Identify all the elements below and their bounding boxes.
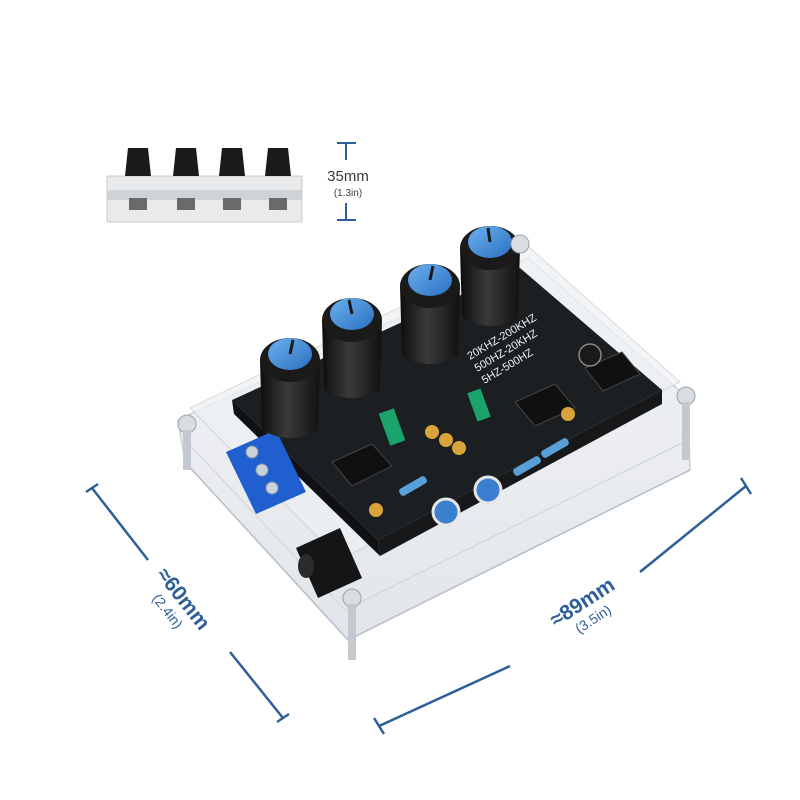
height-imperial-label: (1.3in) — [334, 188, 362, 199]
adjustment-knob[interactable] — [460, 226, 520, 326]
knob-indicator — [428, 265, 435, 281]
case-screw — [676, 386, 696, 460]
trimmer-potentiometer — [431, 497, 461, 527]
side-view-knob — [173, 148, 199, 210]
height-dimension-line — [337, 142, 356, 221]
output-terminal-block — [226, 430, 306, 514]
knob-indicator — [486, 227, 492, 243]
jumper — [378, 408, 406, 446]
dc-power-jack — [296, 528, 362, 598]
knob-indicator — [347, 299, 354, 315]
ic-chip — [584, 351, 641, 392]
side-view-diagram: 35mm (1.3in) — [106, 142, 369, 223]
width-dimension-line — [85, 482, 290, 724]
electrolytic-capacitor — [578, 343, 602, 367]
jumper — [467, 388, 491, 422]
side-view-knob — [219, 148, 245, 210]
side-view-knob — [125, 148, 151, 210]
ic-chip — [331, 443, 393, 487]
ceramic-capacitor — [439, 433, 453, 447]
ceramic-capacitor — [369, 503, 383, 517]
height-label: 35mm — [327, 168, 369, 185]
adjustment-knob[interactable] — [322, 298, 382, 398]
resistor — [399, 476, 427, 496]
adjustment-knob[interactable] — [260, 338, 320, 438]
adjustment-knob[interactable] — [400, 264, 460, 364]
case-screw — [177, 414, 197, 470]
knob-indicator — [288, 339, 295, 355]
case-screw — [342, 588, 362, 660]
ic-chip — [514, 383, 576, 427]
trimmer-potentiometer — [473, 475, 503, 505]
side-view-knob — [265, 148, 291, 210]
case-screw — [510, 234, 530, 254]
ceramic-capacitor — [425, 425, 439, 439]
ceramic-capacitor — [452, 441, 466, 455]
length-dimension-line — [372, 477, 753, 735]
ceramic-capacitor — [561, 407, 575, 421]
side-view-pcb — [107, 190, 302, 200]
resistor — [541, 438, 569, 458]
resistor — [513, 456, 541, 476]
